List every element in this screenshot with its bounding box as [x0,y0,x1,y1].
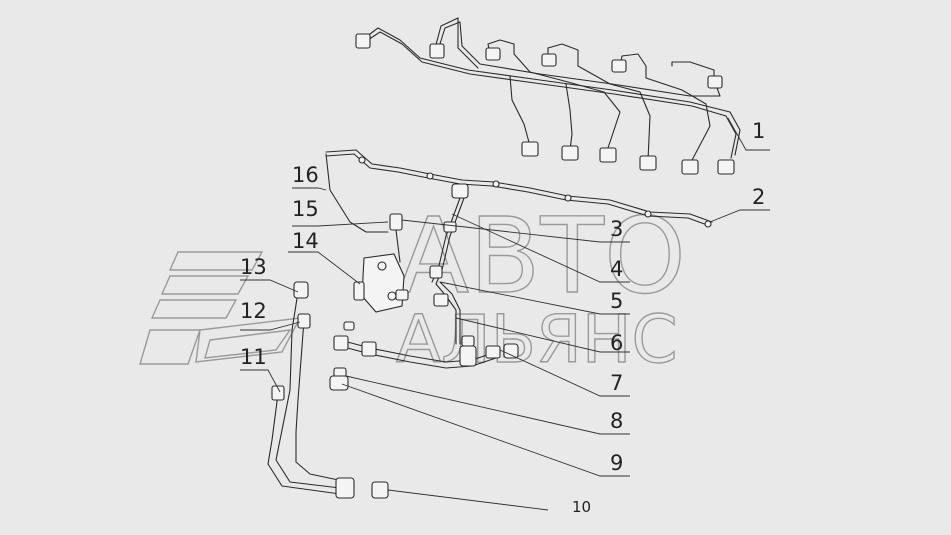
callout-14: 14 [292,229,319,253]
callout-11: 11 [240,345,267,369]
callout-5: 5 [610,289,623,313]
avto-alyans-logo [139,251,302,365]
callout-13: 13 [240,255,267,279]
callout-8: 8 [610,409,623,433]
callout-7: 7 [610,371,623,395]
fuel-hose-assembly [333,335,519,369]
callout-1: 1 [752,119,765,143]
mounting-bracket [343,213,409,331]
callout-2: 2 [752,185,765,209]
watermark-line2: АЛЬЯНС [396,301,678,378]
callout-12: 12 [240,299,267,323]
return-fuel-pipe [325,149,713,233]
feed-pipe-pair [267,281,389,499]
callout-10: 10 [572,498,591,516]
callout-3: 3 [610,217,623,241]
fitting-set [329,367,349,391]
callout-9: 9 [610,451,623,475]
banjo-bolt-assembly [429,183,469,345]
callout-leaders [240,117,770,511]
callout-16: 16 [292,163,319,187]
callout-4: 4 [610,257,623,281]
callout-15: 15 [292,197,319,221]
callout-6: 6 [610,331,623,355]
injection-pipe-bundle [355,17,741,175]
